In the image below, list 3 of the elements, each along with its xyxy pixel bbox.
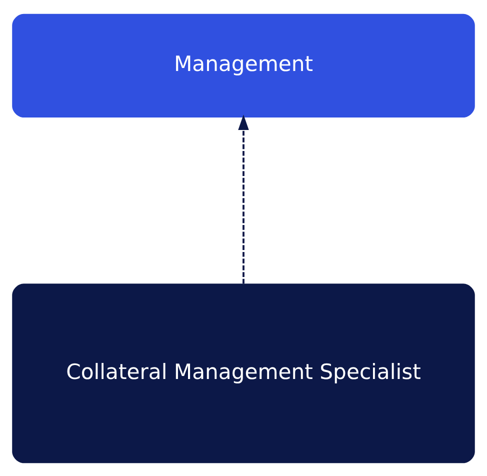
arrow	[238, 114, 249, 284]
node-box: Management	[12, 13, 475, 118]
node-box: Collateral Management Specialist	[12, 283, 475, 463]
